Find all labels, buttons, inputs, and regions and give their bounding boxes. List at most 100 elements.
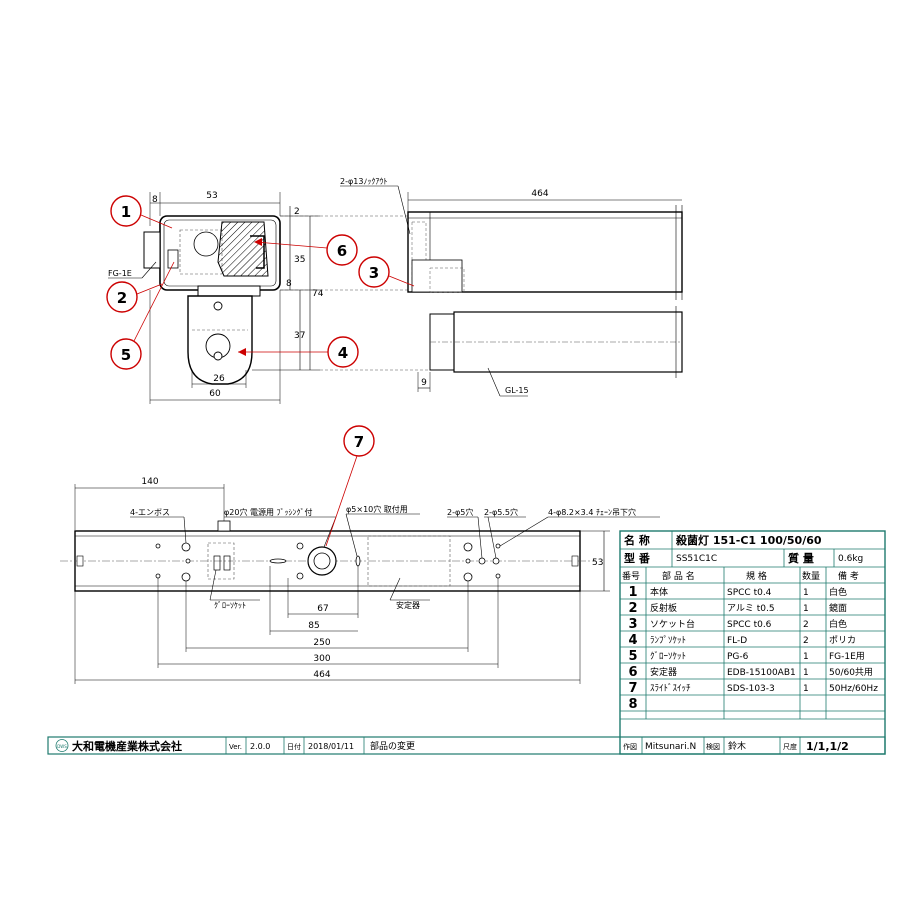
header-part: 部 品 名 [662,570,695,582]
parts-cell-r4-c5: ポリカ [829,635,856,646]
ver-label: Ver. [229,743,242,751]
parts-cell-r7-c3: SDS-103-3 [727,684,775,694]
front-view: 464 9 2-φ13ﾉｯｸｱｳﾄ GL-15 [340,177,683,397]
name-value: 殺菌灯 151-C1 100/50/60 [675,533,822,547]
ballast-outline [367,535,451,587]
parts-cell-r4-c2: ﾗﾝﾌﾟｿｹｯﾄ [650,635,686,646]
dim-8: 8 [152,195,158,205]
parts-cell-r4-c3: FL-D [727,636,747,646]
parts-cell-r7-c4: 1 [803,684,809,694]
dim-464-plan: 464 [313,670,330,680]
checker-value: 鈴木 [728,740,746,752]
balloon-6: 6 [254,234,358,266]
parts-cell-r5-c1: 5 [628,649,637,664]
model-label: 型 番 [624,551,651,565]
scale-label: 尺度 [783,742,797,751]
parts-cell-r7-c1: 7 [628,681,637,696]
header-note: 備 考 [838,570,859,582]
parts-cell-r5-c2: ｸﾞﾛｰｿｹｯﾄ [650,651,686,662]
dim-53: 53 [206,191,217,201]
note-ballast: 安定器 [396,600,420,610]
footer-bar: DWS 大和電機産業株式会社 Ver. 2.0.0 日付 2018/01/11 … [47,736,886,755]
balloons: 1 2 3 4 5 6 [106,195,415,547]
parts-cell-r8-c1: 8 [628,697,637,712]
dim-26: 26 [213,374,225,384]
balloon-4: 4 [238,336,359,368]
header-qty: 数量 [802,570,820,582]
checker-label: 検図 [706,742,720,751]
dim-60: 60 [209,389,221,399]
dim-250: 250 [313,638,330,648]
weight-value: 0.6kg [838,554,863,564]
bushing-hole [307,546,337,576]
date-value: 2018/01/11 [308,742,354,751]
svg-text:3: 3 [369,264,379,282]
svg-text:4: 4 [338,344,348,362]
side-view: 53 8 2 35 8 [108,191,324,404]
date-label: 日付 [287,742,301,751]
parts-cell-r2-c1: 2 [628,601,637,616]
dim-85: 85 [308,621,319,631]
note-mount: φ5×10穴 取付用 [346,504,408,514]
parts-cell-r6-c3: EDB-15100AB1 [727,668,796,678]
parts-cell-r6-c5: 50/60共用 [829,667,873,678]
svg-text:6: 6 [337,242,347,260]
dim-35: 35 [294,255,305,265]
dim-67: 67 [317,604,328,614]
balloon-2: 2 [106,281,163,313]
header-no: 番号 [622,570,640,582]
parts-cell-r3-c1: 3 [628,617,637,632]
author-value: Mitsunari.N [645,742,696,752]
note-gl15: GL-15 [505,386,529,395]
parts-cell-r7-c2: ｽﾗｲﾄﾞｽｲｯﾁ [650,683,691,694]
parts-cell-r3-c2: ソケット台 [650,618,695,630]
dim-53-plan: 53 [592,558,603,568]
change-note: 部品の変更 [370,740,415,752]
dim-2: 2 [294,207,300,217]
parts-cell-r7-c5: 50Hz/60Hz [829,684,878,694]
note-knockout: 2-φ13ﾉｯｸｱｳﾄ [340,177,387,186]
parts-cell-r5-c3: PG-6 [727,652,749,662]
dim-464-front: 464 [531,189,548,199]
svg-text:2: 2 [117,289,127,307]
parts-cell-r3-c4: 2 [803,620,809,630]
parts-cell-r1-c2: 本体 [650,586,668,598]
dim-37: 37 [294,331,305,341]
dim-8b: 8 [286,279,292,289]
parts-cell-r3-c5: 白色 [829,618,847,630]
sheet-value: 1/1,1/2 [806,740,849,753]
weight-label: 質 量 [788,551,814,565]
header-spec: 規 格 [746,570,767,582]
parts-cell-r4-c1: 4 [628,633,637,648]
parts-cell-r4-c4: 2 [803,636,809,646]
svg-text:7: 7 [354,433,364,451]
parts-cell-r6-c4: 1 [803,668,809,678]
parts-cell-r1-c4: 1 [803,588,809,598]
dim-140: 140 [141,477,158,487]
company-logo-icon [55,739,69,752]
dim-74: 74 [312,289,324,299]
parts-cell-r5-c4: 1 [803,652,809,662]
parts-cell-r5-c5: FG-1E用 [829,651,865,662]
parts-cell-r1-c1: 1 [628,585,637,600]
dim-9: 9 [421,378,427,388]
note-glow: ｸﾞﾛｰｿｹｯﾄ [214,601,246,610]
dim-300: 300 [313,654,330,664]
parts-cell-r2-c2: 反射板 [650,602,677,614]
logo-text: DWS [57,744,67,749]
parts-cell-r1-c5: 白色 [829,586,847,598]
parts-cell-r6-c1: 6 [628,665,637,680]
balloon-1: 1 [110,195,173,229]
plan-view: 140 53 [60,477,660,684]
svg-text:5: 5 [121,346,131,364]
parts-cell-r2-c3: アルミ t0.5 [727,604,775,614]
parts-cell-r2-c4: 1 [803,604,809,614]
note-fg1e: FG-1E [108,269,132,278]
svg-text:1: 1 [121,203,131,221]
title-block: 名 称 殺菌灯 151-C1 100/50/60 型 番 SS51C1C 質 量… [619,530,886,755]
balloon-3: 3 [358,256,415,288]
note-hole55: 2-φ5.5穴 [484,507,518,517]
note-hole5: 2-φ5穴 [447,507,473,517]
